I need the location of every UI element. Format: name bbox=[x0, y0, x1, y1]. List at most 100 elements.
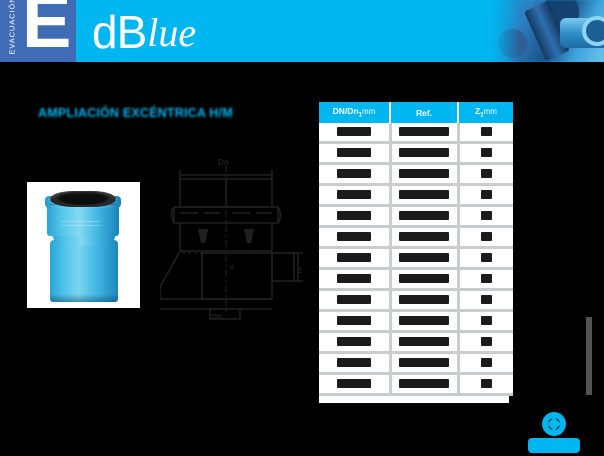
cell-z-redaction bbox=[480, 127, 492, 137]
cell-z bbox=[458, 289, 513, 312]
cell-z-redaction bbox=[480, 274, 492, 284]
cell-z-redaction bbox=[480, 379, 492, 389]
cell-ref bbox=[390, 205, 460, 228]
header-product-photo bbox=[490, 0, 604, 62]
cell-dn bbox=[319, 352, 392, 375]
cell-ref bbox=[390, 352, 460, 375]
product-photo bbox=[27, 182, 140, 308]
column-header-z-sub: 1 bbox=[480, 112, 484, 119]
column-header-dn: DN/Dn1mm bbox=[319, 102, 391, 123]
cell-ref bbox=[390, 247, 460, 270]
cell-z bbox=[458, 268, 513, 291]
cell-z-redaction bbox=[480, 358, 492, 368]
spec-table-head: DN/Dn1mm Ref. Z1mm bbox=[319, 102, 513, 123]
cell-dn bbox=[319, 205, 392, 228]
column-header-ref: Ref. bbox=[390, 102, 459, 123]
column-header-dn-sub: 1 bbox=[358, 112, 362, 119]
cell-z bbox=[458, 226, 513, 249]
fitting-gasket-seal bbox=[50, 191, 116, 207]
cell-dn-redaction bbox=[336, 274, 371, 284]
technical-drawing: Dn Z DN d bbox=[160, 147, 310, 322]
cell-ref-redaction bbox=[399, 148, 449, 158]
cell-dn-redaction bbox=[336, 316, 371, 326]
spec-table-body bbox=[319, 123, 513, 396]
cell-dn-redaction bbox=[336, 379, 371, 389]
table-row bbox=[319, 123, 513, 144]
cell-dn-redaction bbox=[336, 337, 371, 347]
table-row bbox=[319, 205, 513, 228]
spec-table-header-row: DN/Dn1mm Ref. Z1mm bbox=[319, 102, 513, 123]
page-body: AMPLIACIÓN EXCÉNTRICA H/M bbox=[0, 62, 604, 453]
fitting-lower-barrel bbox=[50, 240, 118, 302]
cell-dn-redaction bbox=[336, 211, 371, 221]
cell-z bbox=[458, 247, 513, 270]
footer-logo-bar bbox=[528, 438, 580, 453]
header-photo-fade-overlay bbox=[490, 0, 520, 62]
cell-dn bbox=[319, 289, 392, 312]
cell-dn-redaction bbox=[336, 190, 371, 200]
table-row bbox=[319, 331, 513, 354]
technical-drawing-svg: Dn Z DN d bbox=[160, 158, 303, 321]
cell-ref bbox=[390, 310, 460, 333]
cell-z bbox=[458, 373, 513, 396]
cell-ref-redaction bbox=[399, 232, 449, 242]
cell-dn bbox=[319, 331, 392, 354]
cell-dn-redaction bbox=[336, 295, 371, 305]
product-fitting-illustration bbox=[41, 188, 125, 302]
cell-dn bbox=[319, 184, 392, 207]
header-photo-pipe-ring bbox=[582, 16, 604, 46]
cell-dn bbox=[319, 142, 392, 165]
table-row bbox=[319, 247, 513, 270]
cell-dn bbox=[319, 373, 392, 396]
cell-dn bbox=[319, 123, 392, 144]
spec-table: DN/Dn1mm Ref. Z1mm bbox=[319, 102, 513, 403]
cell-dn bbox=[319, 310, 392, 333]
cell-ref bbox=[390, 226, 460, 249]
cell-z-redaction bbox=[480, 316, 492, 326]
header-banner: EVACUACIÓN E dBlue bbox=[0, 0, 604, 62]
cell-ref bbox=[390, 289, 460, 312]
table-row bbox=[319, 163, 513, 186]
cell-z-redaction bbox=[480, 169, 492, 179]
column-header-dn-unit: mm bbox=[362, 107, 376, 117]
cell-ref-redaction bbox=[399, 253, 449, 263]
cell-z bbox=[458, 310, 513, 333]
cell-dn bbox=[319, 268, 392, 291]
page-title: AMPLIACIÓN EXCÉNTRICA H/M bbox=[38, 106, 233, 120]
cell-dn-redaction bbox=[336, 232, 371, 242]
side-vertical-strip bbox=[586, 317, 592, 395]
spec-table-element: DN/Dn1mm Ref. Z1mm bbox=[319, 102, 513, 396]
cell-z bbox=[458, 205, 513, 228]
cell-z-redaction bbox=[480, 232, 492, 242]
cell-z-redaction bbox=[480, 190, 492, 200]
cell-ref-redaction bbox=[399, 190, 449, 200]
cell-ref-redaction bbox=[399, 379, 449, 389]
footer-logo bbox=[528, 412, 580, 456]
cell-dn-redaction bbox=[336, 253, 371, 263]
cell-dn bbox=[319, 247, 392, 270]
brand-logo-lue-text: lue bbox=[147, 9, 197, 55]
column-header-dn-label: DN/Dn bbox=[332, 106, 359, 117]
column-header-ref-label: Ref. bbox=[415, 107, 433, 118]
cell-ref bbox=[390, 331, 460, 354]
cell-z-redaction bbox=[480, 295, 492, 305]
cell-ref bbox=[390, 184, 460, 207]
drawing-label-z: Z bbox=[298, 268, 303, 275]
cell-z bbox=[458, 352, 513, 375]
cell-dn bbox=[319, 226, 392, 249]
table-row bbox=[319, 142, 513, 165]
cell-z-redaction bbox=[480, 337, 492, 347]
cell-z bbox=[458, 184, 513, 207]
cell-z bbox=[458, 123, 513, 144]
cell-ref bbox=[390, 163, 460, 186]
spec-table-footer-spacer bbox=[319, 396, 509, 403]
cell-dn-redaction bbox=[336, 169, 371, 179]
fitting-embossed-marking bbox=[61, 218, 101, 230]
cell-ref-redaction bbox=[399, 169, 449, 179]
drawing-label-top-diameter: Dn bbox=[218, 158, 229, 167]
column-header-z: Z1mm bbox=[458, 102, 513, 123]
cell-z-redaction bbox=[480, 253, 492, 263]
cell-z bbox=[458, 331, 513, 354]
brand-logo: dBlue bbox=[92, 5, 197, 58]
cell-z-redaction bbox=[480, 148, 492, 158]
